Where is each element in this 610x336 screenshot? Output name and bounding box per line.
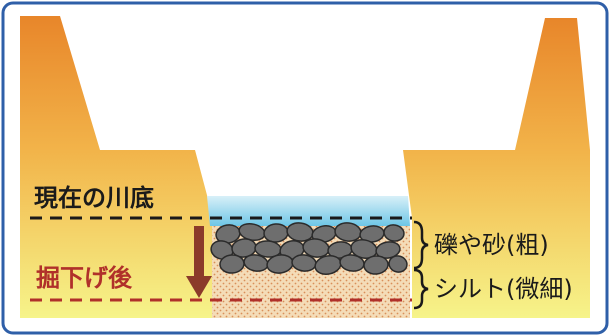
excavation-arrow <box>186 226 212 298</box>
gravel-stone <box>383 224 405 242</box>
right-bank <box>403 18 590 318</box>
current-riverbed-label: 現在の川底 <box>34 184 154 212</box>
silt-brace <box>413 268 429 310</box>
gravel-stone <box>363 255 389 275</box>
silt-label: シルト(微細) <box>434 275 573 303</box>
gravel-sand-label: 礫や砂(粗) <box>434 231 549 259</box>
gravel-stone <box>375 241 401 259</box>
river-water <box>207 196 410 226</box>
gravel-stone <box>388 255 408 273</box>
gravel-layer <box>210 222 408 275</box>
left-bank <box>20 16 212 318</box>
after-excavation-label: 掘下げ後 <box>36 264 132 292</box>
gravel-brace <box>413 220 429 270</box>
